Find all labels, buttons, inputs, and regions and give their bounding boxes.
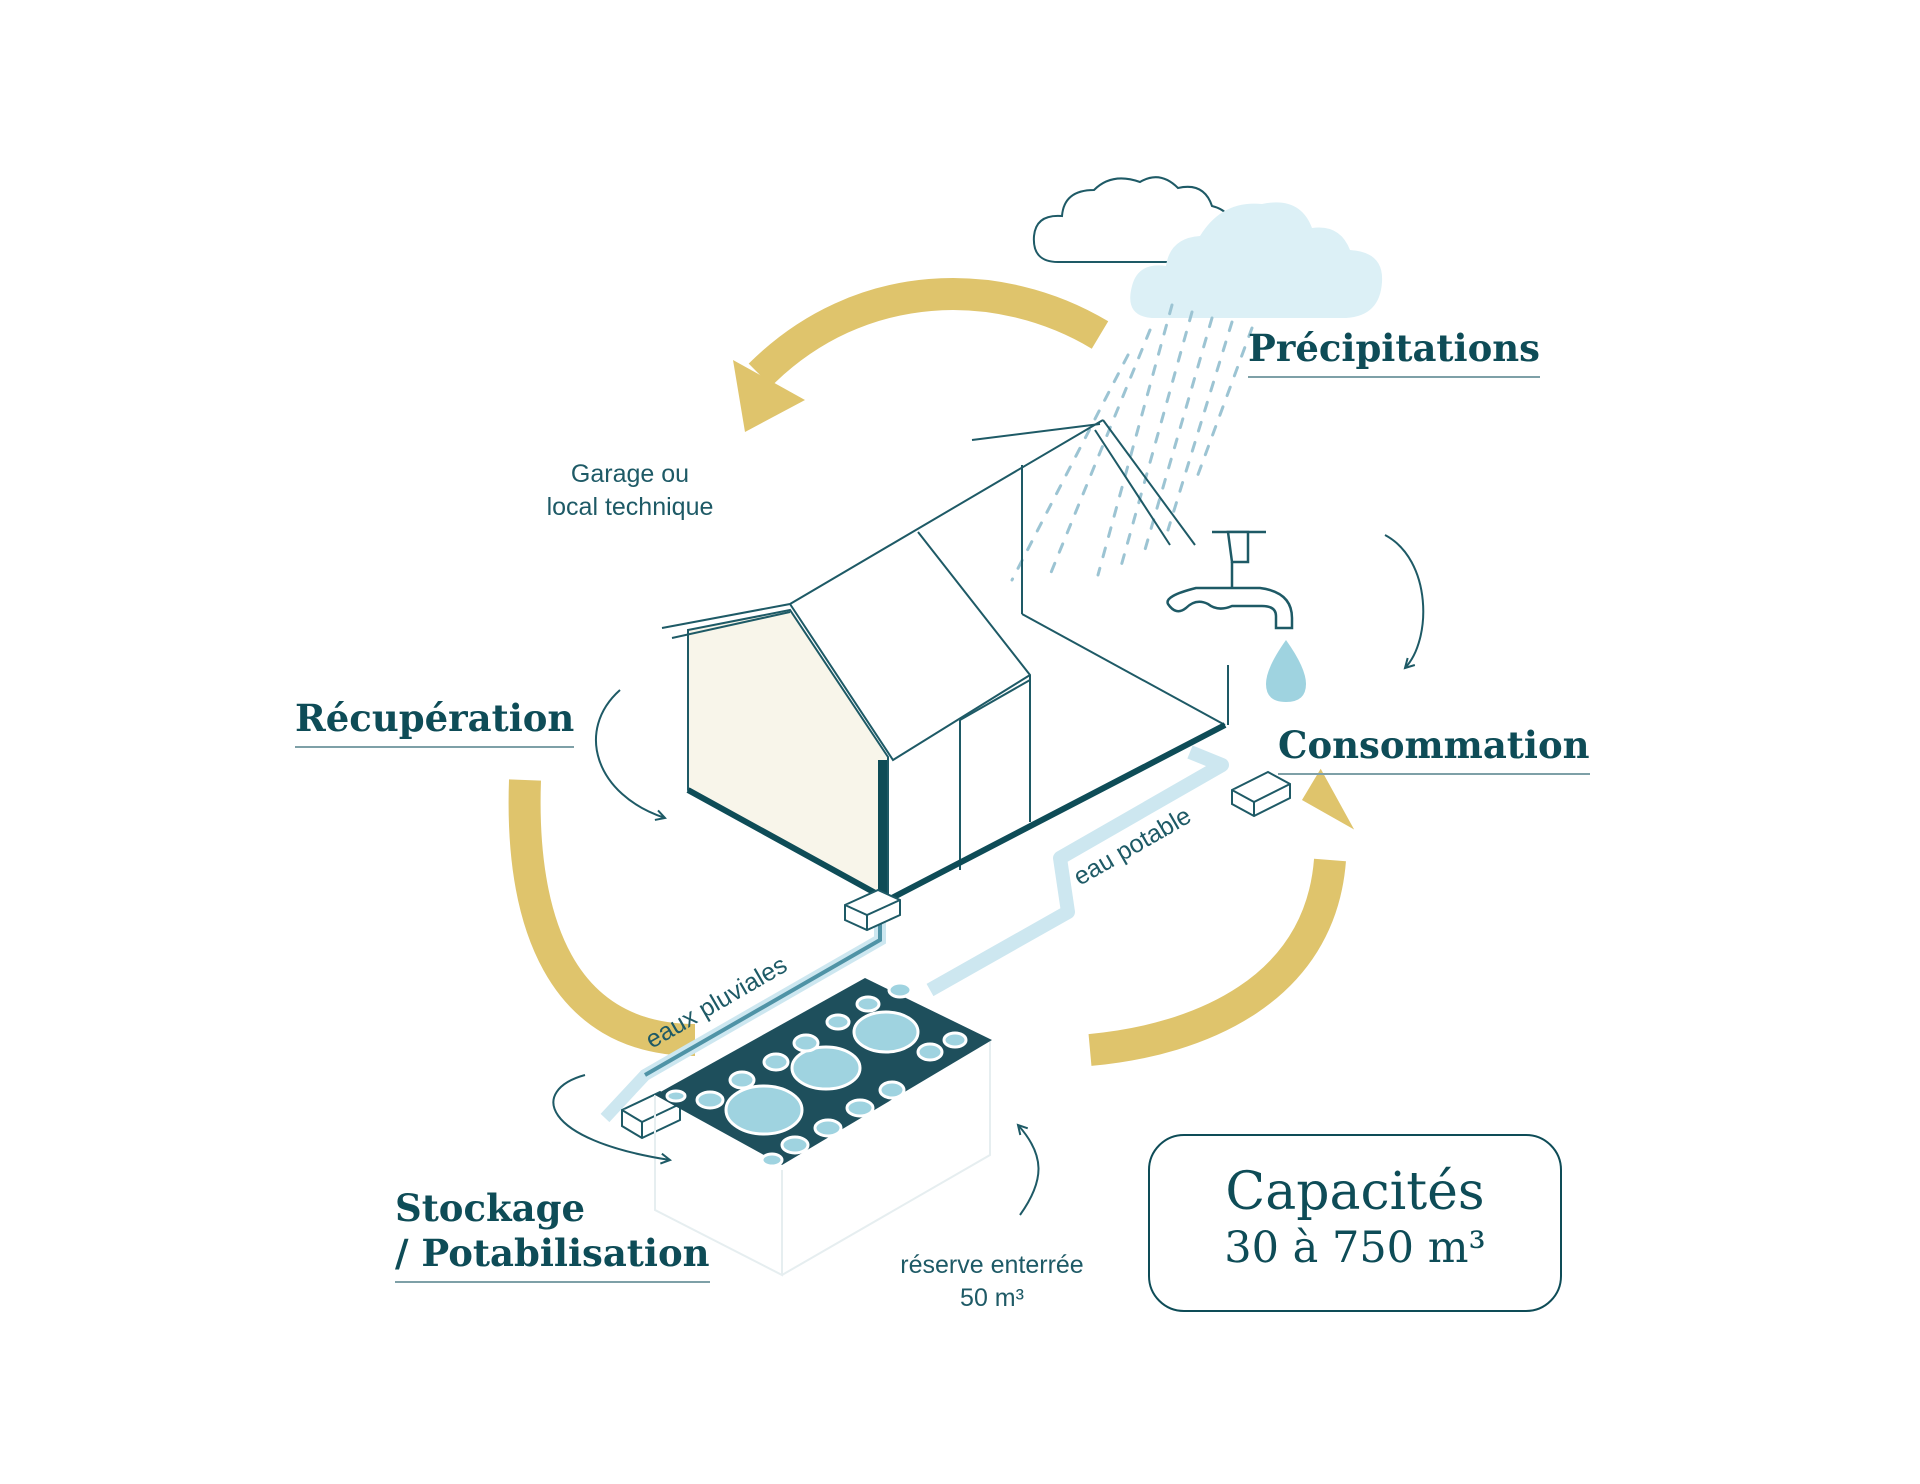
step-label-stockage: Stockage — [395, 1186, 585, 1230]
tank-hole — [762, 1052, 790, 1072]
downspout — [878, 760, 887, 900]
tank-hole — [825, 1013, 851, 1031]
capacity-title: Capacités — [1225, 1162, 1485, 1222]
tank-hole — [845, 1098, 875, 1118]
tank-hole — [887, 981, 913, 999]
note-reserve-line2: 50 m³ — [960, 1284, 1024, 1312]
rain-cloud-icon — [1130, 202, 1383, 318]
connector-box-house — [844, 888, 901, 932]
note-garage: Garage ou local technique — [520, 458, 740, 524]
tank-hole — [780, 1135, 810, 1155]
tank-hole — [724, 1084, 804, 1136]
tank-hole — [760, 1152, 784, 1168]
rain-streaks — [1010, 303, 1254, 582]
tank-hole — [942, 1031, 968, 1049]
connector-box-tank — [621, 1090, 681, 1140]
tank-hole — [792, 1033, 820, 1053]
step-label-consommation: Consommation — [1278, 723, 1590, 776]
cycle-arrow-left — [508, 779, 696, 1056]
tank-hole — [665, 1089, 687, 1103]
capacity-box: Capacités 30 à 750 m³ — [1148, 1134, 1562, 1312]
tank-hole — [916, 1042, 944, 1062]
cycle-arrow-right — [1088, 768, 1355, 1066]
tank-hole — [878, 1080, 906, 1100]
water-drop-icon — [1266, 640, 1306, 702]
step-label-stockage-line1: Stockage — [395, 1186, 586, 1230]
tank-hole — [813, 1118, 843, 1138]
step-label-precipitations: Précipitations — [1248, 326, 1540, 379]
eau-potable-pipe — [926, 745, 1229, 997]
note-reserve-line1: réserve enterrée — [900, 1251, 1084, 1279]
connector-box-consommation — [1231, 770, 1291, 818]
eaux-pluviales-pipe — [600, 915, 886, 1123]
tank-hole — [855, 995, 881, 1013]
tank-holes — [665, 981, 968, 1168]
capacity-value: 30 à 750 m³ — [1224, 1223, 1486, 1273]
tank-hole — [728, 1070, 756, 1090]
faucet-icon — [1166, 530, 1294, 630]
house — [661, 419, 1229, 904]
step-label-recuperation: Récupération — [295, 696, 575, 749]
step-label-potabilisation: / Potabilisation — [395, 1231, 710, 1284]
tank-hole — [695, 1090, 725, 1110]
note-reserve: réserve enterrée 50 m³ — [882, 1249, 1102, 1315]
flow-arrows — [552, 534, 1425, 1216]
tank-hole — [790, 1045, 862, 1091]
cycle-arrow-top — [733, 278, 1109, 432]
note-garage-line1: Garage ou — [570, 460, 690, 488]
tank-hole — [852, 1010, 920, 1054]
note-garage-line2: local technique — [546, 493, 714, 521]
